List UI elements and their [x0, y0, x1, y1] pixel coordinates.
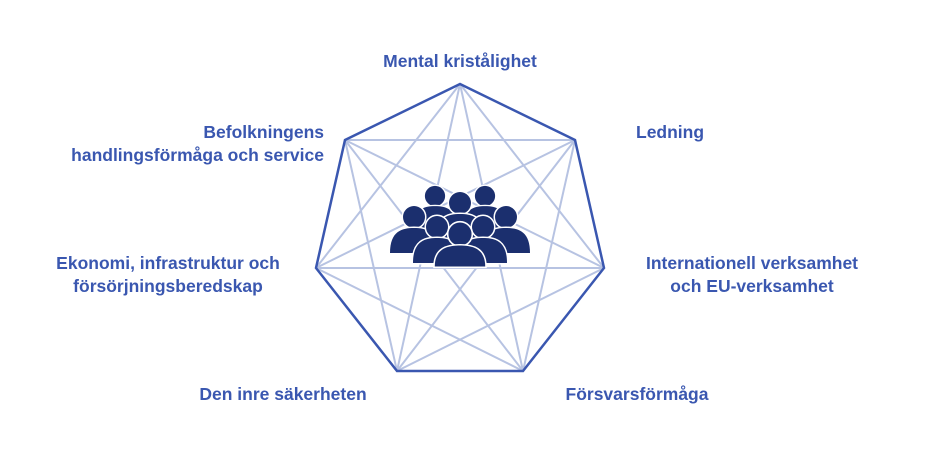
connection-line [315, 139, 576, 269]
connection-line [396, 267, 605, 372]
connection-line [459, 83, 605, 269]
person-icon [433, 220, 487, 269]
connection-line [522, 139, 576, 372]
node-label-defence-capability: Försvarsförmåga [565, 384, 709, 404]
node-label-economy-infrastructure: Ekonomi, infrastruktur och försörjningsb… [56, 253, 280, 296]
connection-line [315, 267, 524, 372]
node-label-international-eu: Internationell verksamhet och EU-verksam… [645, 253, 859, 296]
node-label-population-capacity: Befolkningens handlingsförmåga och servi… [71, 122, 324, 165]
heptagon-outline [314, 82, 606, 373]
connection-line [344, 139, 398, 372]
node-label-internal-security: Den inre säkerheten [199, 384, 367, 404]
node-label-leadership: Ledning [636, 122, 705, 142]
node-label-mental-resilience: Mental kristålighet [383, 51, 537, 71]
connection-line [315, 83, 461, 269]
connection-line [344, 139, 605, 269]
people-group-icon [388, 184, 532, 269]
